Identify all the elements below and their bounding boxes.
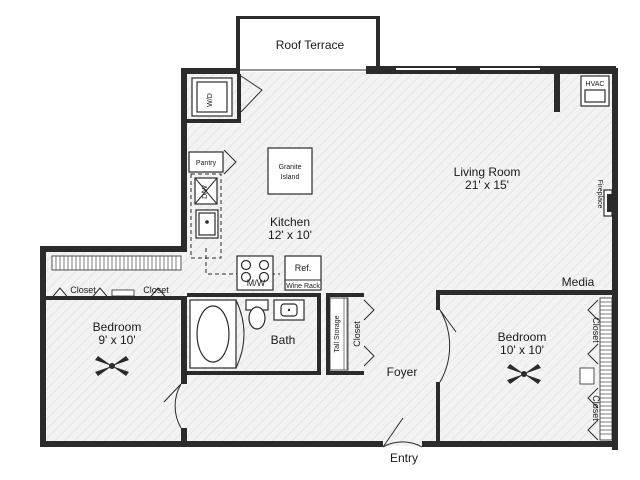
refrigerator: Ref. Wine Rack xyxy=(284,255,322,291)
left-bedroom-closet xyxy=(49,255,182,301)
washer-dryer: W/D xyxy=(191,75,263,117)
bath-fixtures xyxy=(189,299,305,369)
pantry: Pantry xyxy=(188,149,237,175)
closet-label: Closet xyxy=(70,285,96,295)
bedroom-left-name: Bedroom xyxy=(93,320,142,334)
hvac-unit: HVAC xyxy=(580,75,610,107)
granite-island-label-1: Granite xyxy=(279,164,302,171)
foyer-label: Foyer xyxy=(387,365,418,379)
dishwasher-label: D/W xyxy=(202,185,209,199)
closet-label: Closet xyxy=(143,285,169,295)
fireplace-label: Fireplace xyxy=(596,180,603,209)
wine-rack-label: Wine Rack xyxy=(286,283,320,290)
bedroom-right-size: 10' x 10' xyxy=(500,343,544,357)
interior-walls xyxy=(46,74,616,446)
floor-area xyxy=(44,18,614,446)
closet-label: Closet xyxy=(591,317,601,343)
ceiling-fan-icon xyxy=(95,356,129,376)
ceiling-fan-icon xyxy=(507,364,541,384)
bedroom-left-size: 9' x 10' xyxy=(98,333,135,347)
bedroom-right-name: Bedroom xyxy=(498,330,547,344)
washer-dryer-label: W/D xyxy=(207,93,214,107)
microwave-label: M/W xyxy=(247,278,266,288)
fireplace xyxy=(603,189,613,217)
roof-terrace xyxy=(236,16,380,74)
exterior-walls xyxy=(40,66,618,450)
living-room-size: 21' x 15' xyxy=(465,178,509,192)
range-microwave: M/W xyxy=(236,255,274,291)
closet-label: Closet xyxy=(352,321,362,347)
tall-storage-label: Tall Storage xyxy=(334,315,341,352)
closet-label: Closet xyxy=(591,395,601,421)
media-label: Media xyxy=(562,275,595,289)
granite-island-label-2: Island xyxy=(281,174,300,181)
roof-terrace-label: Roof Terrace xyxy=(276,38,345,52)
tall-storage-closet xyxy=(329,297,375,371)
entry-label: Entry xyxy=(390,451,418,465)
doors xyxy=(163,309,457,448)
living-room-name: Living Room xyxy=(454,165,521,179)
refrigerator-label: Ref. xyxy=(295,263,312,273)
bath-label: Bath xyxy=(271,333,296,347)
hvac-label: HVAC xyxy=(586,81,605,88)
granite-island: Granite Island xyxy=(267,147,313,195)
kitchen-name: Kitchen xyxy=(270,215,310,229)
right-bedroom-closet xyxy=(579,297,613,441)
pantry-label: Pantry xyxy=(196,160,217,167)
kitchen-counter: D/W xyxy=(190,173,280,275)
kitchen-size: 12' x 10' xyxy=(268,228,312,242)
